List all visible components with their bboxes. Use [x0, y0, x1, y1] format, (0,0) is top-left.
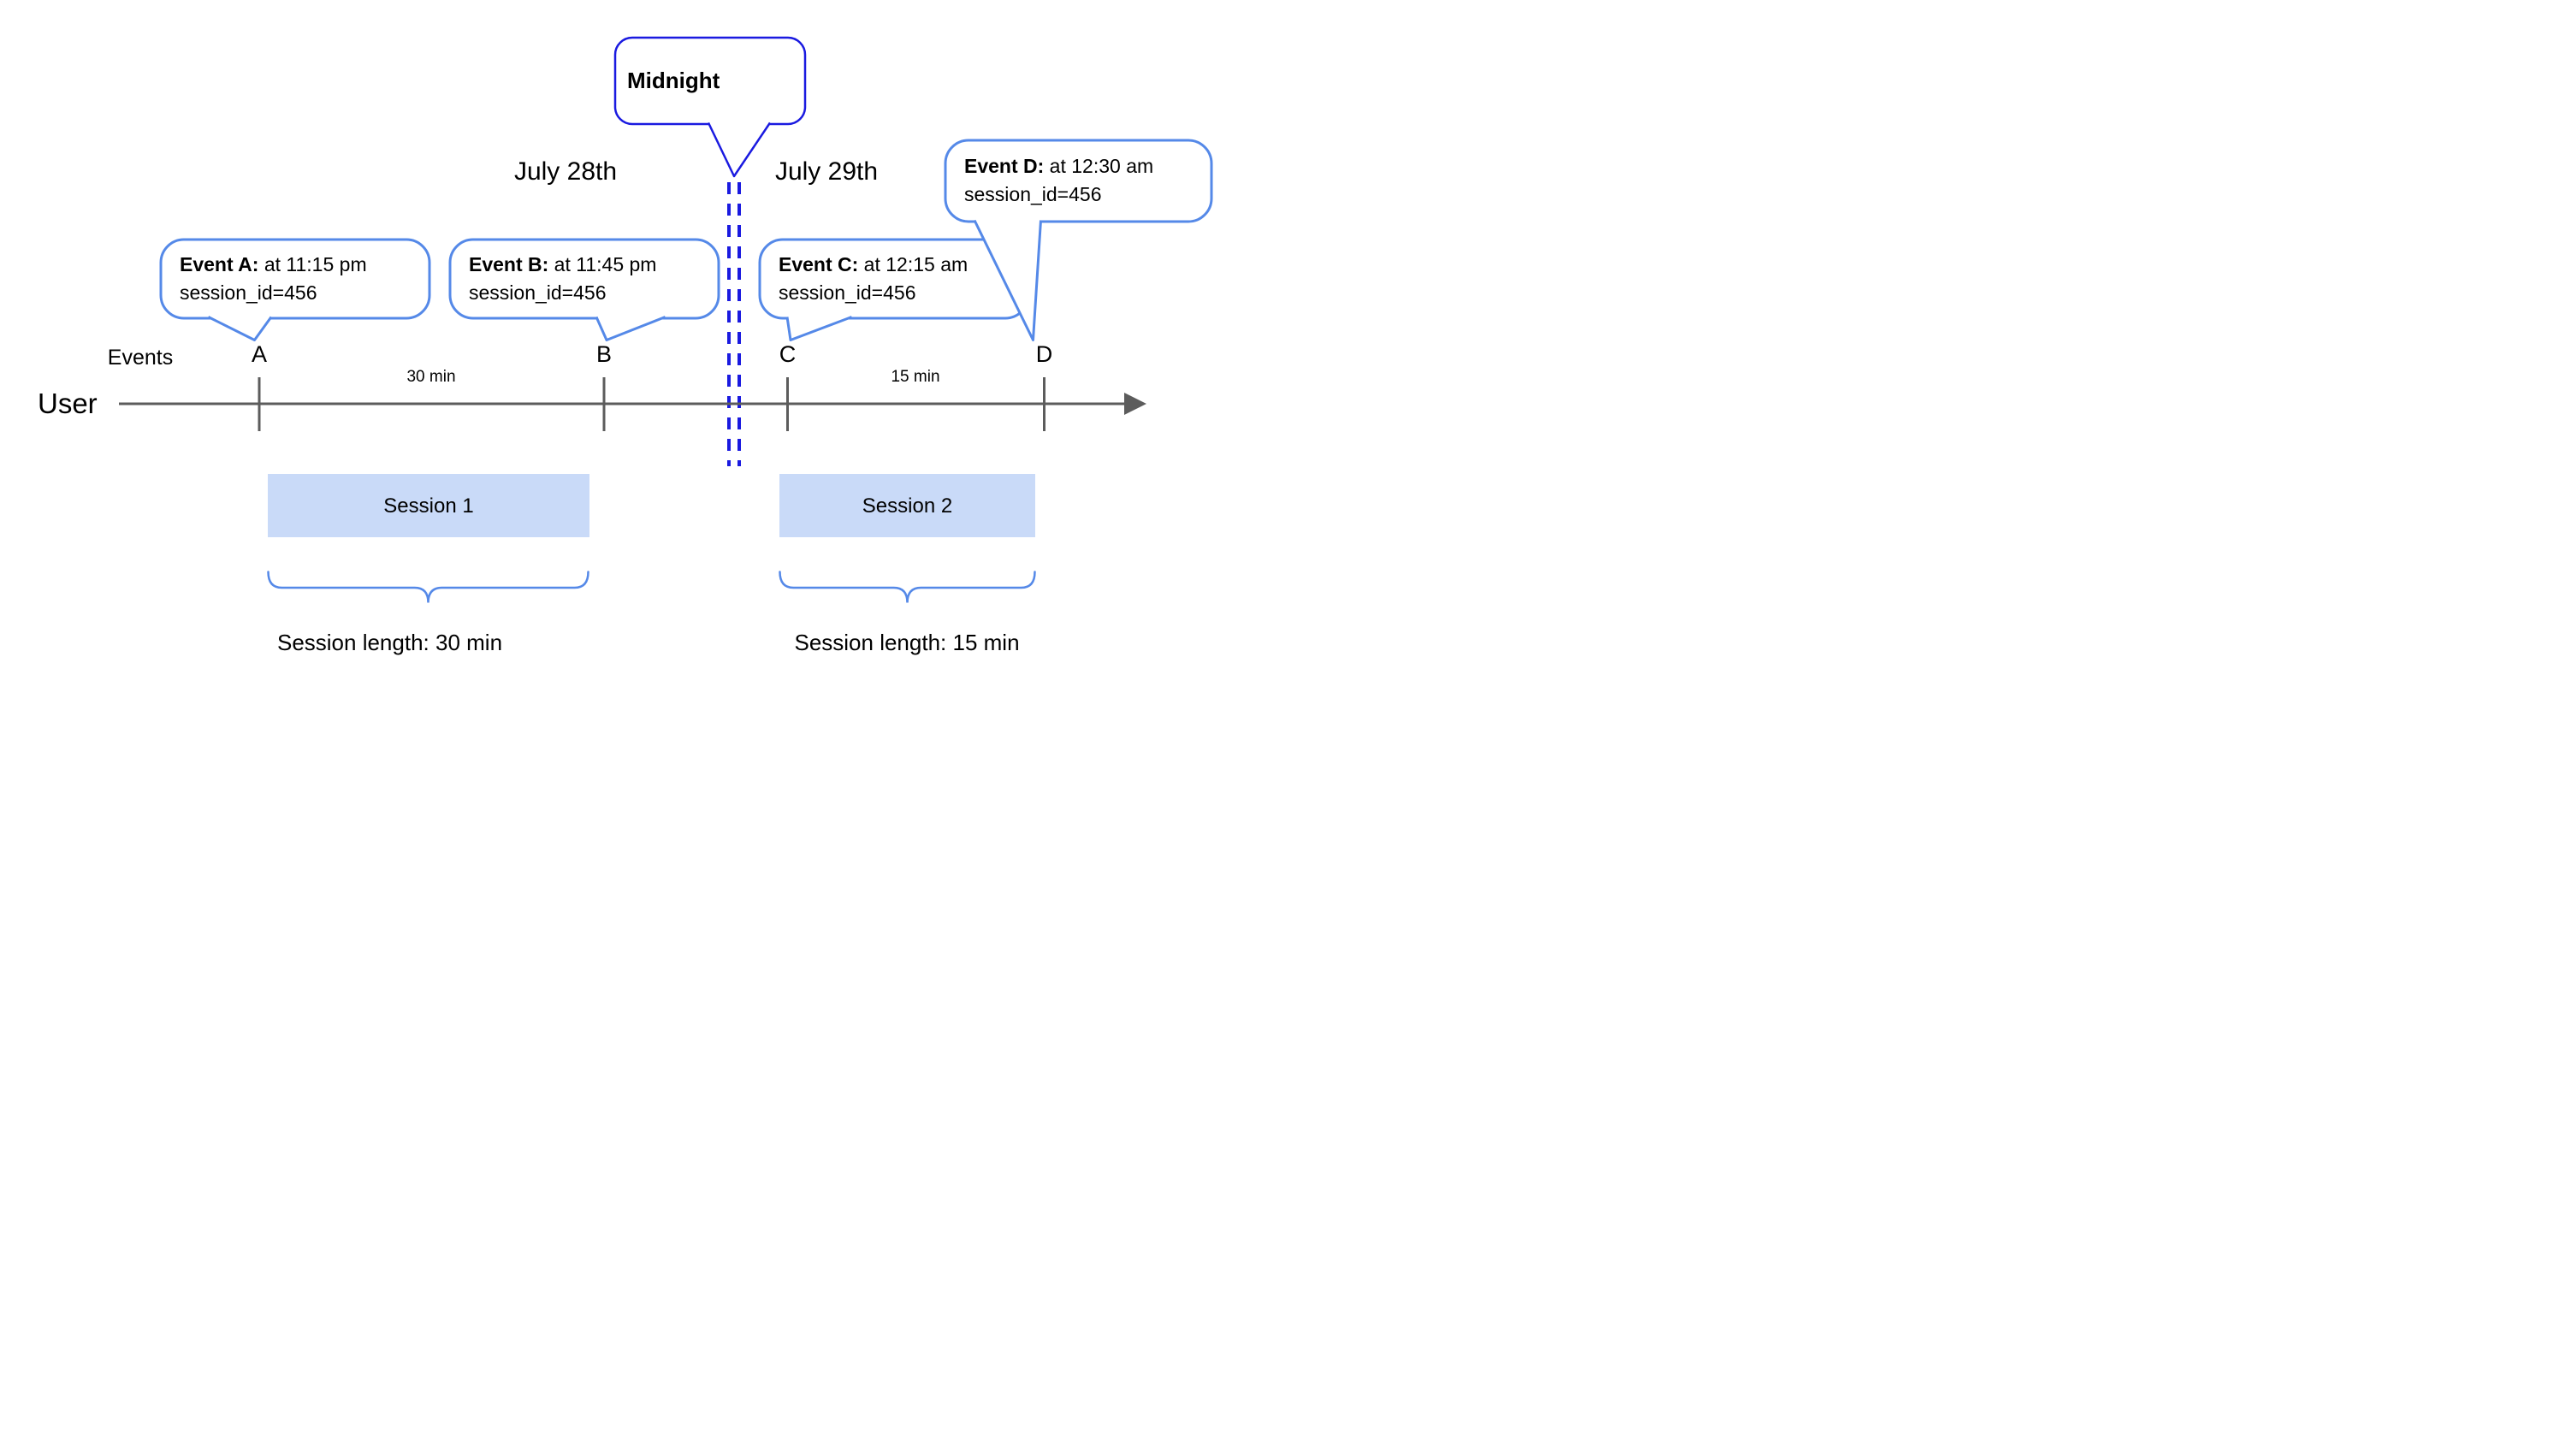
event-b-callout-text: Event B: at 11:45 pm session_id=456 [469, 251, 656, 307]
session-2-brace [779, 571, 1036, 603]
event-d-line1: Event D: at 12:30 am [964, 152, 1153, 181]
event-a-line1: Event A: at 11:15 pm [180, 251, 367, 279]
event-b-bubble [448, 238, 720, 320]
event-c-title: Event C: [779, 253, 859, 275]
event-b-line1: Event B: at 11:45 pm [469, 251, 656, 279]
session-1-bar [268, 474, 589, 537]
session-1-length-label: Session length: 30 min [276, 630, 503, 655]
interval-label-15min: 15 min [891, 368, 940, 386]
events-row-label: Events [107, 346, 174, 370]
midnight-bubble-tail [707, 121, 772, 178]
event-d-bubble [944, 139, 1213, 223]
event-a-session-id: session_id=456 [180, 281, 317, 304]
timeline-arrowhead-icon [1124, 393, 1146, 415]
event-b-time: at 11:45 pm [548, 253, 657, 275]
tick-label-c: C [779, 341, 797, 367]
event-d-callout-text: Event D: at 12:30 am session_id=456 [964, 152, 1153, 209]
event-d-title: Event D: [964, 155, 1045, 177]
tick-label-a: A [251, 341, 268, 367]
session-2-label: Session 2 [862, 494, 953, 518]
sessionization-diagram: Midnight July 28th July 29th Event A: at… [0, 0, 1276, 728]
event-b-title: Event B: [469, 253, 549, 275]
event-b-session-id: session_id=456 [469, 281, 607, 304]
event-c-session-id: session_id=456 [779, 281, 916, 304]
event-d-bubble-tail [973, 219, 1042, 341]
event-a-title: Event A: [180, 253, 259, 275]
date-july-28: July 28th [513, 157, 618, 186]
interval-label-30min: 30 min [406, 368, 456, 386]
event-d-session-id: session_id=456 [964, 183, 1102, 205]
session-2-bar [779, 474, 1035, 537]
event-a-bubble [159, 238, 431, 320]
event-c-callout-text: Event C: at 12:15 am session_id=456 [779, 251, 968, 307]
tick-label-d: D [1035, 341, 1053, 367]
session-1-brace [267, 571, 589, 603]
event-a-bubble-tail [207, 316, 273, 341]
tick-label-b: B [595, 341, 613, 367]
event-a-callout-text: Event A: at 11:15 pm session_id=456 [180, 251, 367, 307]
event-a-time: at 11:15 pm [258, 253, 367, 275]
diagram-graphics [119, 36, 1213, 603]
user-row-label: User [38, 388, 98, 419]
midnight-label: Midnight [627, 67, 720, 93]
event-c-time: at 12:15 am [858, 253, 968, 275]
event-d-time: at 12:30 am [1044, 155, 1154, 177]
event-c-bubble-tail [785, 316, 853, 341]
event-b-bubble-tail [595, 316, 666, 341]
event-c-line1: Event C: at 12:15 am [779, 251, 968, 279]
date-july-29: July 29th [774, 157, 879, 186]
session-1-label: Session 1 [383, 494, 474, 518]
session-2-length-label: Session length: 15 min [794, 630, 1020, 655]
